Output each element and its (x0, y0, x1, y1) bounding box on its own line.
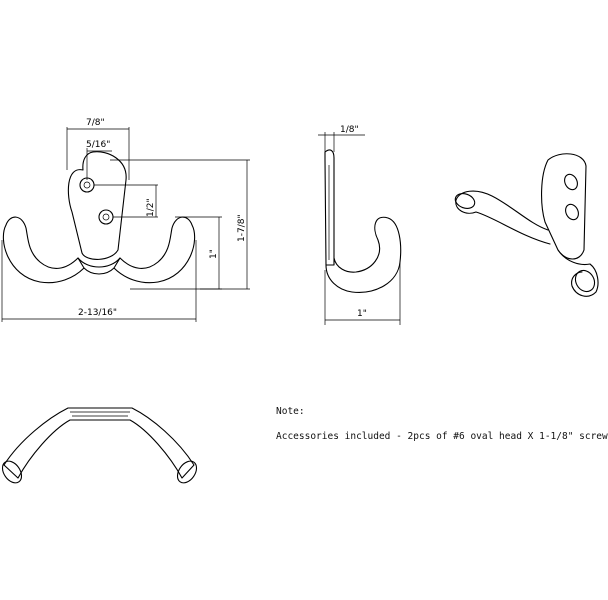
dim-hook-depth: 1" (209, 249, 219, 259)
iso-upper-hook-tip (454, 193, 476, 209)
note-heading: Note: (276, 406, 305, 417)
side-plate (324, 149, 335, 266)
front-left-hook (2, 216, 85, 284)
side-dimensions: 1/8" 1" (318, 125, 401, 325)
front-right-hook (113, 216, 196, 284)
top-left-tip (1, 460, 23, 484)
front-center-bridge (77, 257, 121, 275)
iso-lower-hook (557, 249, 599, 297)
side-view (324, 149, 402, 293)
front-view (2, 151, 196, 284)
note-text: Accessories included - 2pcs of #6 oval h… (276, 431, 608, 442)
dim-thickness: 1/8" (340, 125, 359, 135)
iso-hole-upper (564, 173, 578, 191)
dim-hole-offset: 5/16" (86, 140, 110, 150)
iso-plate (541, 153, 587, 260)
dim-side-projection: 1" (357, 309, 367, 319)
dim-overall-height: 1-7/8" (237, 214, 247, 242)
iso-hole-lower (565, 203, 579, 221)
front-mount-plate (67, 151, 127, 260)
screw-hole-upper (79, 177, 95, 193)
screw-hole-lower (98, 209, 114, 225)
dim-front-plate-width: 7/8" (86, 118, 105, 128)
iso-lower-hook-tip (574, 269, 596, 293)
dim-overall-width: 2-13/16" (78, 308, 117, 318)
isometric-view (454, 153, 599, 297)
top-right-tip (176, 460, 198, 484)
iso-upper-hook (455, 190, 551, 245)
front-dimensions: 7/8" 5/16" 1/2" 1" 1-7/8" 2-13/16" (1, 118, 250, 322)
top-hook-body (3, 407, 195, 479)
side-hook (325, 216, 402, 293)
top-view (1, 407, 198, 484)
dim-hole-spacing: 1/2" (146, 198, 156, 217)
